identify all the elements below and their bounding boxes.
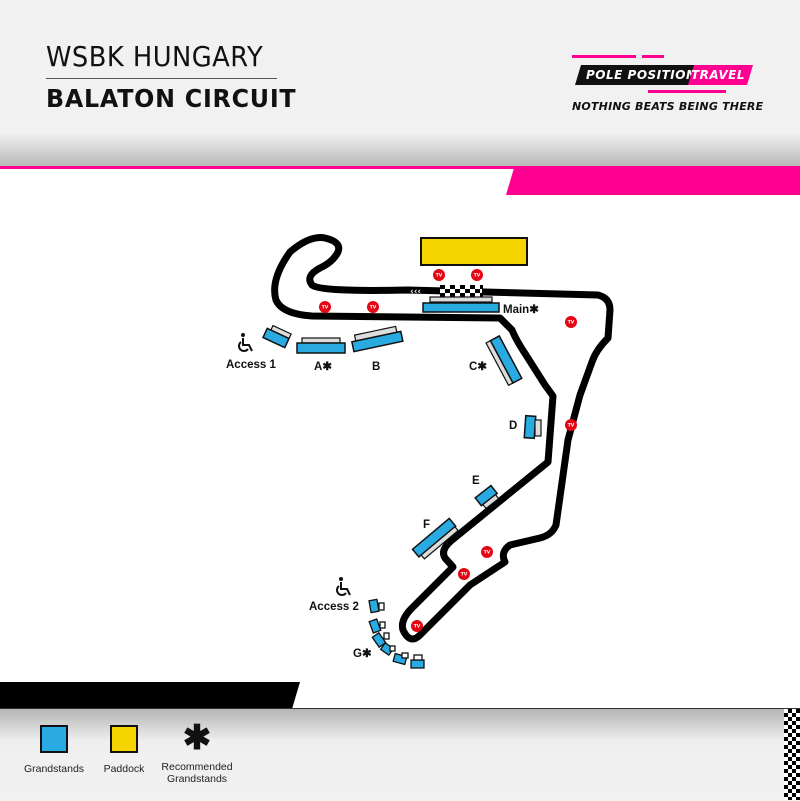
logo-black-box	[575, 65, 715, 85]
wheelchair-icon	[238, 333, 253, 352]
start-finish-line: ‹‹‹	[410, 285, 483, 297]
label-access-1: Access 1	[226, 359, 276, 371]
grandstand-d[interactable]	[523, 414, 542, 440]
grandstand-e[interactable]	[474, 484, 500, 510]
svg-text:TV: TV	[484, 550, 491, 556]
title-divider	[46, 78, 277, 79]
legend-paddock-label: Paddock	[103, 763, 145, 775]
label-c: C✱	[469, 361, 487, 373]
label-a: A✱	[314, 361, 332, 373]
svg-text:TV: TV	[436, 273, 443, 279]
legend-footer	[0, 708, 800, 801]
logo-dash	[642, 55, 664, 58]
legend-recommended-label-1: Recommended	[161, 761, 233, 773]
legend-paddock: Paddock	[94, 725, 154, 775]
circuit-map: ‹‹‹	[238, 234, 614, 669]
pink-divider	[0, 166, 800, 169]
svg-text:TV: TV	[474, 273, 481, 279]
svg-text:TV: TV	[568, 320, 575, 326]
tv-icon: TV	[458, 568, 470, 580]
event-title: WSBK HUNGARY	[46, 40, 264, 73]
tv-icon: TV	[367, 301, 379, 313]
legend-grandstands-label: Grandstands	[23, 763, 85, 775]
pink-band	[506, 168, 800, 195]
tv-icon: TV	[565, 316, 577, 328]
brand-name-part1: POLE POSITION	[586, 68, 697, 82]
logo-dash	[648, 90, 726, 93]
grandstand-b[interactable]	[350, 325, 404, 353]
checkered-flag-strip	[784, 709, 800, 800]
label-f: F	[423, 519, 431, 531]
paddock-swatch	[110, 725, 138, 753]
tv-icon: TV	[319, 301, 331, 313]
tv-camera-markers: TV TV TV TV TV TV TV TV TV	[319, 269, 577, 632]
grandstand-g[interactable]	[368, 598, 425, 669]
legend-grandstands: Grandstands	[14, 725, 94, 775]
svg-text:TV: TV	[370, 305, 377, 311]
grandstand-c[interactable]	[485, 334, 523, 387]
tv-icon: TV	[565, 419, 577, 431]
label-main: Main✱	[503, 304, 539, 316]
svg-text:TV: TV	[322, 305, 329, 311]
brand-tagline: NOTHING BEATS BEING THERE	[572, 100, 764, 113]
tv-icon: TV	[433, 269, 445, 281]
label-d: D	[509, 420, 518, 432]
grandstand-access-1[interactable]	[262, 324, 292, 349]
direction-arrows-icon: ‹‹‹	[410, 287, 421, 297]
tv-icon: TV	[411, 620, 423, 632]
label-g: G✱	[353, 648, 372, 660]
legend-recommended-label-2: Grandstands	[166, 773, 228, 785]
paddock[interactable]	[420, 237, 528, 266]
header: WSBK HUNGARY BALATON CIRCUIT POLE POSITI…	[0, 0, 800, 166]
grandstand-swatch	[40, 725, 68, 753]
svg-text:TV: TV	[414, 624, 421, 630]
svg-text:TV: TV	[461, 572, 468, 578]
tv-icon: TV	[471, 269, 483, 281]
tv-icon: TV	[481, 546, 493, 558]
race-track	[271, 234, 614, 643]
label-e: E	[472, 475, 480, 487]
svg-text:TV: TV	[568, 423, 575, 429]
grandstand-f[interactable]	[411, 517, 459, 560]
wheelchair-icon	[336, 577, 351, 596]
legend-recommended: ✱ Recommended Grandstands	[154, 719, 240, 785]
asterisk-icon: ✱	[182, 719, 212, 757]
brand-name-part2: TRAVEL	[691, 68, 746, 82]
grandstand-a[interactable]	[296, 337, 346, 354]
brand-logo: POLE POSITION TRAVEL NOTHING BEATS BEING…	[560, 50, 780, 120]
circuit-name: BALATON CIRCUIT	[46, 84, 297, 113]
logo-dash	[572, 55, 636, 58]
label-b: B	[372, 361, 381, 373]
grandstand-main[interactable]	[422, 296, 500, 313]
logo-pink-box	[688, 65, 753, 85]
label-access-2: Access 2	[309, 601, 359, 613]
black-band	[0, 682, 300, 709]
